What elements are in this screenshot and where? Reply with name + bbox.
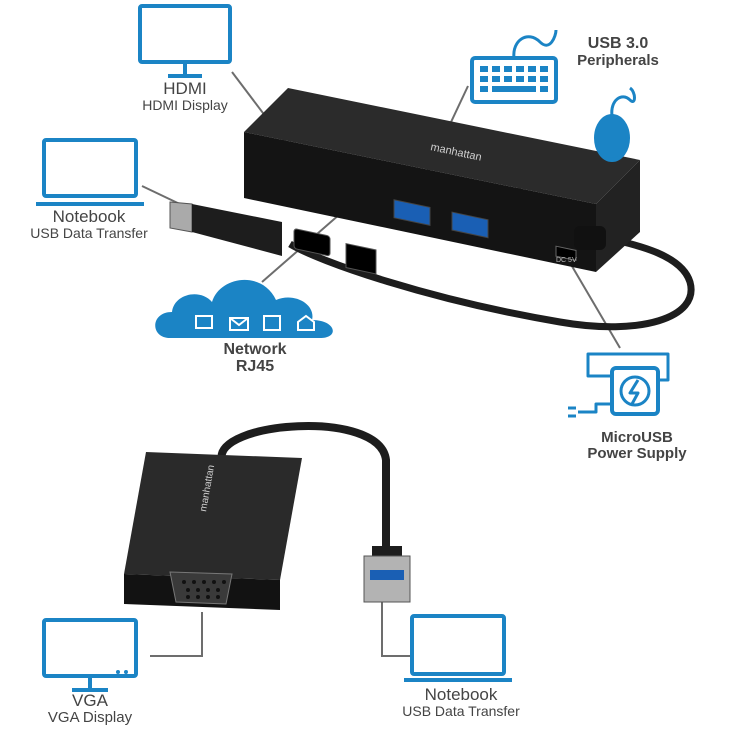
hdmi-label-title: HDMI xyxy=(163,79,207,98)
power-adapter-icon xyxy=(568,352,670,418)
usb-plug-metal xyxy=(169,201,193,233)
usb-port-2 xyxy=(451,211,489,239)
vga-adapter-device: manhattan xyxy=(124,422,411,610)
usb3-label: USB 3.0 Peripherals xyxy=(560,35,676,69)
notebook-bottom-title: Notebook xyxy=(424,685,498,704)
rj45-port xyxy=(345,242,377,275)
notebook-top-title: Notebook xyxy=(52,207,126,226)
network-label-subtitle: RJ45 xyxy=(235,357,275,375)
vga-cable xyxy=(217,422,390,548)
power-label-subtitle: Power Supply xyxy=(587,444,687,462)
keyboard-icon xyxy=(470,29,558,104)
usb3-label-subtitle: Peripherals xyxy=(577,51,659,69)
vga-label-title: VGA xyxy=(72,691,108,710)
hdmi-label: HDMI HDMI Display xyxy=(130,80,240,113)
vga-label: VGA VGA Display xyxy=(30,692,150,726)
vga-adapter-top xyxy=(124,452,302,580)
power-connector-line xyxy=(565,255,621,349)
power-label: MicroUSB Power Supply xyxy=(576,430,698,462)
vga-port xyxy=(169,571,233,605)
hdmi-port xyxy=(293,228,331,257)
notebook-bottom-subtitle: USB Data Transfer xyxy=(402,702,520,719)
network-label-title: Network xyxy=(223,341,287,358)
keyboard-keys xyxy=(480,66,548,92)
microusb-port xyxy=(555,245,577,262)
vga-port-pins xyxy=(182,580,226,599)
power-cable-boot xyxy=(574,226,606,250)
usb-plug-body xyxy=(192,204,282,256)
cloud-folder-icon xyxy=(297,314,315,331)
vga-label-subtitle: VGA Display xyxy=(47,708,133,726)
usb-port-1 xyxy=(393,199,431,227)
usb3-label-title: USB 3.0 xyxy=(587,35,649,52)
cloud-video-icon xyxy=(195,315,213,329)
notebook-top-label: Notebook USB Data Transfer xyxy=(14,208,164,241)
vga-usb-plug-insert xyxy=(370,570,404,580)
vga-monitor-indicator-2 xyxy=(124,670,128,674)
cloud-image-icon xyxy=(263,315,281,331)
mouse-icon xyxy=(594,86,636,162)
hub-port-label: DC 5V xyxy=(556,257,577,264)
hub-front-face xyxy=(244,132,596,272)
cloud-mail-icon xyxy=(229,317,249,331)
notebook-top-laptop-icon xyxy=(36,138,144,206)
power-label-title: MicroUSB xyxy=(601,429,673,446)
hub-top-face xyxy=(244,88,640,204)
vga-monitor-indicator xyxy=(116,670,120,674)
hdmi-monitor-icon xyxy=(138,4,232,78)
notebook-top-subtitle: USB Data Transfer xyxy=(30,224,148,241)
usb-hub-device: manhattan DC 5V xyxy=(169,88,695,331)
vga-connector-line xyxy=(150,612,203,657)
vga-monitor-icon xyxy=(42,618,138,692)
cloud-inner-icons xyxy=(195,314,315,331)
hub-side-face xyxy=(596,160,640,272)
hdmi-label-subtitle: HDMI Display xyxy=(142,96,228,113)
notebook-bottom-label: Notebook USB Data Transfer xyxy=(386,686,536,719)
network-label: Network RJ45 xyxy=(200,341,310,376)
network-cloud-icon xyxy=(155,279,333,338)
notebook-bottom-laptop-icon xyxy=(404,614,512,682)
notebook-bottom-connector-line xyxy=(381,602,412,657)
hub-cable xyxy=(288,234,695,331)
